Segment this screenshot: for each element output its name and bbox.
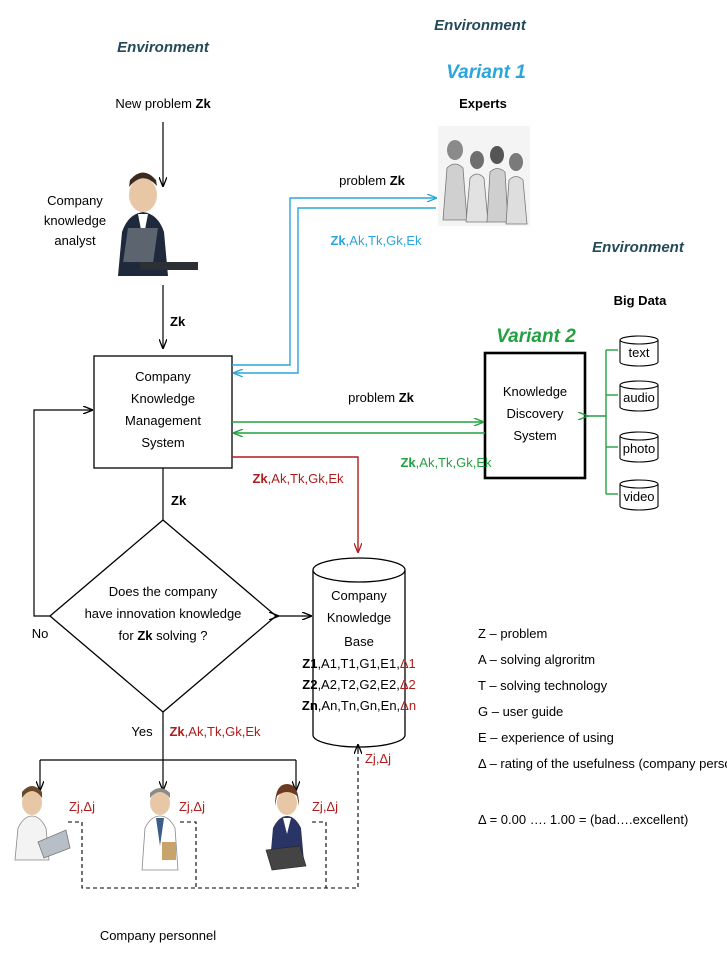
datastore-audio-label: audio (623, 390, 655, 405)
decision-line-2: have innovation knowledge (85, 606, 242, 621)
decision-line-3: for Zk solving ? (119, 628, 208, 643)
person-photo-icon-1 (14, 786, 71, 861)
zk-label-lower: Zk (171, 493, 187, 508)
knowledge-base-cylinder (312, 557, 406, 748)
kb-title-1: Company (331, 588, 387, 603)
kms-line-3: Management (125, 413, 201, 428)
yes-result-tuple: Zk,Ak,Tk,Gk,Ek (169, 724, 261, 739)
datastore-video: video (619, 479, 659, 511)
experts-result-tuple: Zk,Ak,Tk,Gk,Ek (330, 233, 422, 248)
zj-label-2: Zj,Δj (179, 799, 205, 814)
legend-item-delta: Δ – rating of the usefulness (company pe… (478, 756, 727, 771)
variant1-label: Variant 1 (446, 62, 526, 83)
zj-label-3: Zj,Δj (312, 799, 338, 814)
environment-label-right: Environment (592, 239, 685, 256)
kb-row-1: Z1,A1,T1,G1,E1,Δ1 (302, 656, 415, 671)
feedback-dashed-lines (68, 750, 359, 889)
no-label: No (32, 626, 49, 641)
experts-label: Experts (459, 96, 507, 111)
environment-label-top: Environment (117, 39, 210, 56)
person-photo-icon-3 (265, 784, 307, 871)
datastore-audio: audio (619, 380, 659, 412)
kb-result-tuple: Zk,Ak,Tk,Gk,Ek (252, 471, 344, 486)
personnel-label: Company personnel (100, 928, 216, 943)
kds-line-2: Discovery (506, 406, 564, 421)
analyst-label-1: Company (47, 193, 103, 208)
kms-box (93, 355, 233, 469)
kb-title-2: Knowledge (327, 610, 391, 625)
environment-label-top-right: Environment (434, 17, 527, 34)
kds-result-tuple: Zk,Ak,Tk,Gk,Ek (400, 455, 492, 470)
arrow-no-loop (33, 410, 92, 617)
datastore-video-label: video (623, 489, 654, 504)
kb-row-2: Z2,A2,T2,G2,E2,Δ2 (302, 677, 415, 692)
problem-to-experts-label: problem Zk (339, 173, 406, 188)
experts-photo-icon (438, 126, 530, 226)
datastore-photo: photo (619, 431, 659, 463)
kms-line-4: System (141, 435, 184, 450)
analyst-photo-icon (118, 172, 198, 276)
datastore-text-label: text (629, 345, 650, 360)
kb-row-3: Zn,An,Tn,Gn,En,Δn (302, 698, 416, 713)
kms-line-2: Knowledge (131, 391, 195, 406)
arrow-experts-to-kms (234, 207, 436, 373)
decision-line-1: Does the company (109, 584, 218, 599)
kb-title-3: Base (344, 634, 374, 649)
kds-line-3: System (513, 428, 556, 443)
legend-item-g: G – user guide (478, 704, 563, 719)
analyst-label-3: analyst (54, 233, 96, 248)
yes-label: Yes (131, 724, 153, 739)
variant2-label: Variant 2 (496, 326, 576, 347)
legend-item-e: E – experience of using (478, 730, 614, 745)
legend-item-z: Z – problem (478, 626, 547, 641)
arrow-kms-to-experts (232, 198, 436, 366)
delta-scale: Δ = 0.00 …. 1.00 = (bad….excellent) (478, 812, 688, 827)
problem-to-kds-label: problem Zk (348, 390, 415, 405)
kds-line-1: Knowledge (503, 384, 567, 399)
datastore-photo-label: photo (623, 441, 656, 456)
kms-line-1: Company (135, 369, 191, 384)
person-photo-icon-2 (141, 788, 179, 871)
zk-label-upper: Zk (170, 314, 186, 329)
legend-item-t: T – solving technology (478, 678, 608, 693)
analyst-label-2: knowledge (44, 213, 106, 228)
zj-label-kb: Zj,Δj (365, 751, 391, 766)
datastore-text: text (619, 335, 659, 367)
zj-label-1: Zj,Δj (69, 799, 95, 814)
big-data-label: Big Data (614, 293, 668, 308)
new-problem-label: New problem Zk (115, 96, 211, 111)
legend-item-a: A – solving algroritm (478, 652, 595, 667)
arrow-kms-to-kb (232, 456, 358, 552)
